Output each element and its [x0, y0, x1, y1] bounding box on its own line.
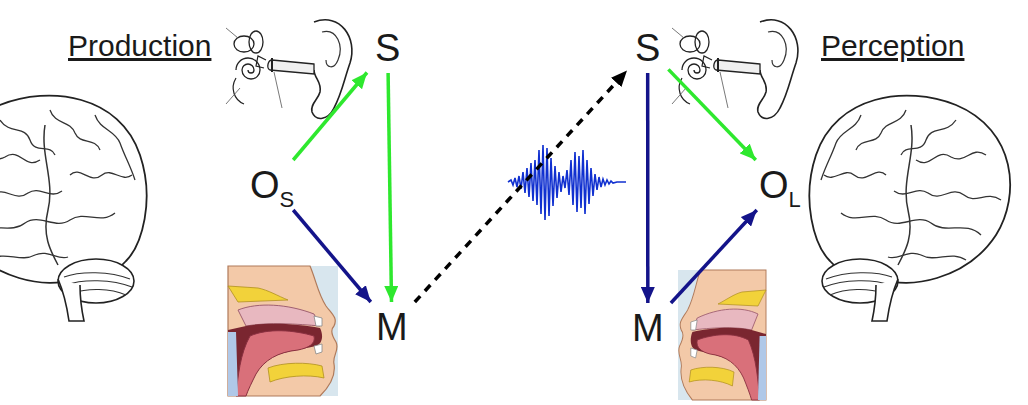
- speech-waveform: [508, 145, 626, 220]
- node-symbol: M: [376, 306, 408, 348]
- node-symbol: S: [375, 27, 400, 69]
- arrow-connector: [388, 73, 391, 302]
- section-heading: Production: [68, 29, 211, 62]
- ear-illustration: [672, 20, 798, 119]
- node-letter: OL: [755, 164, 805, 206]
- ear-illustration: [226, 20, 352, 119]
- node-symbol: O: [250, 164, 280, 206]
- node-letter: OS: [246, 164, 298, 206]
- arrow-connector: [646, 73, 650, 303]
- mouth-illustration: [228, 266, 338, 396]
- mouth-illustration: [678, 270, 766, 400]
- symbol-subscript: L: [789, 187, 801, 212]
- node-symbol: O: [759, 164, 789, 206]
- brain-illustration: [809, 96, 1010, 321]
- node-letter: M: [372, 306, 412, 348]
- arrow-connector: [415, 71, 627, 302]
- node-letter: S: [631, 27, 664, 69]
- node-symbol: M: [632, 307, 664, 349]
- arrow-connector: [293, 73, 367, 161]
- arrow-connector: [293, 210, 371, 302]
- node-symbol: S: [635, 27, 660, 69]
- symbol-subscript: S: [280, 187, 295, 212]
- brain-illustration: [0, 96, 147, 321]
- node-letter: M: [628, 307, 668, 349]
- node-letter: S: [371, 27, 404, 69]
- section-heading: Perception: [821, 29, 964, 62]
- arrow-connector: [668, 69, 755, 160]
- arrow-connector: [671, 210, 757, 303]
